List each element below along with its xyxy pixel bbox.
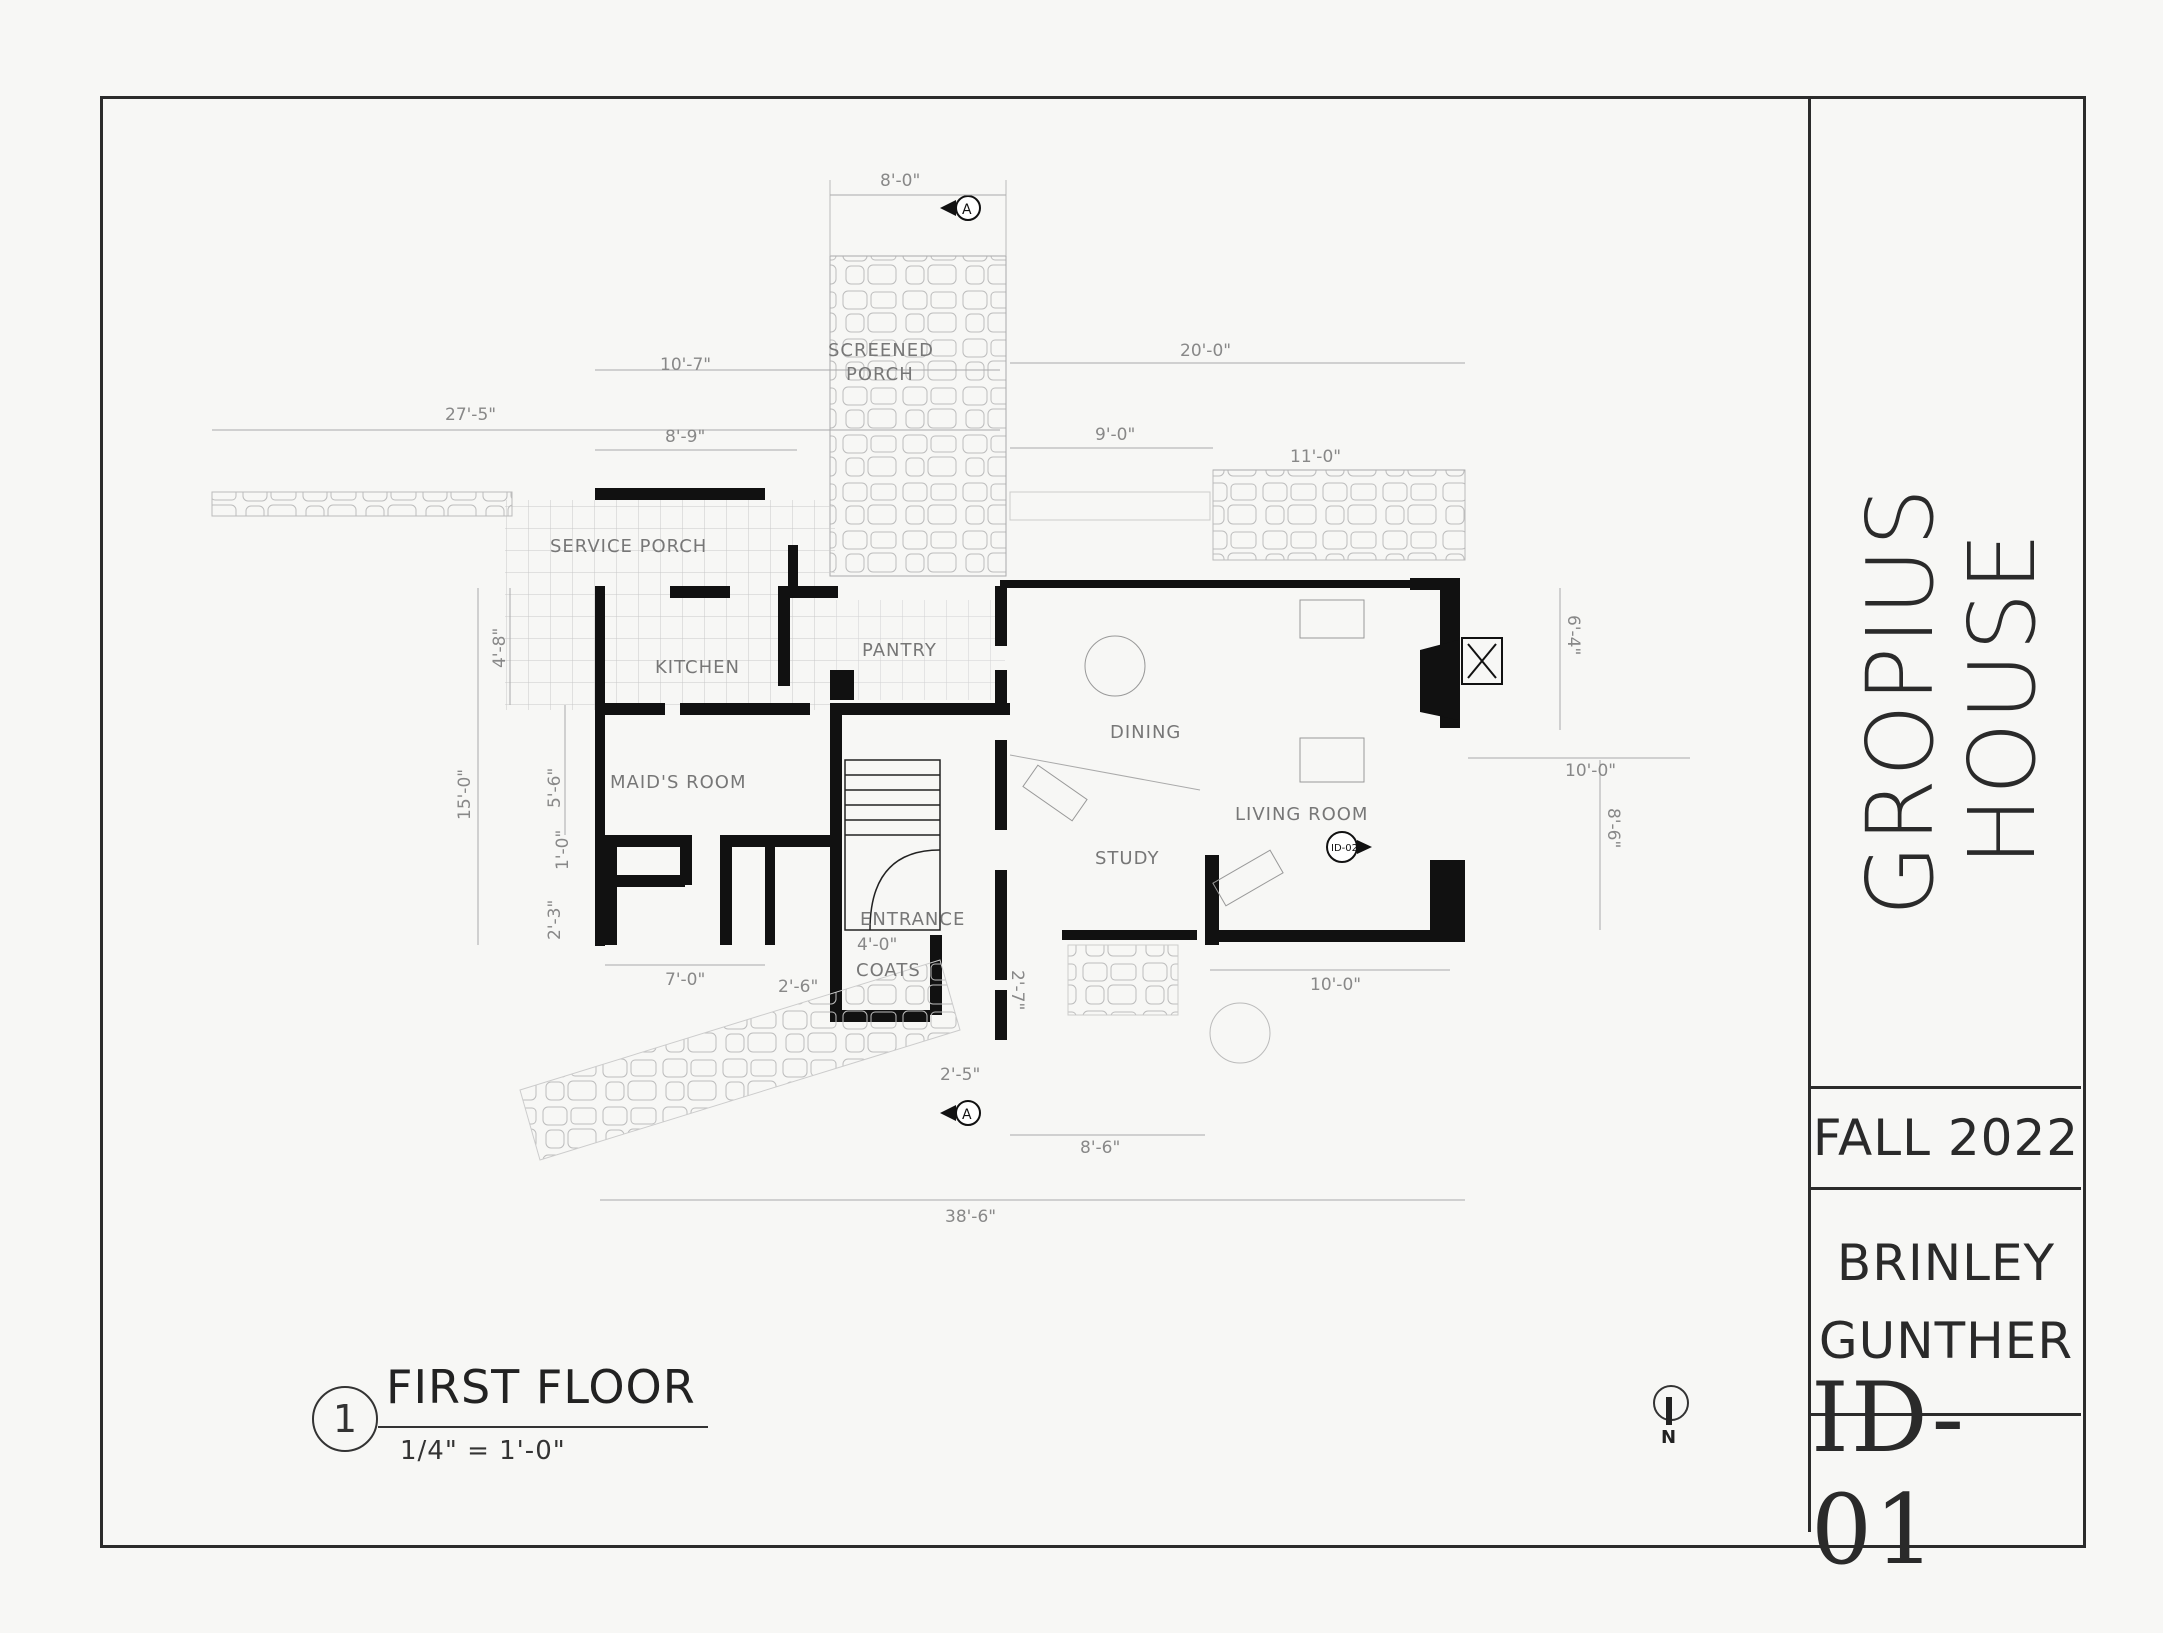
label-maids-room: MAID'S ROOM <box>610 772 746 793</box>
dim-small-1: 1'-0" <box>553 830 573 870</box>
label-porch: PORCH <box>846 364 914 385</box>
dim-service-lower: 8'-9" <box>665 427 705 447</box>
title-cell: GROPIUS HOUSE <box>1811 96 2081 1086</box>
label-coats: COATS <box>856 960 921 981</box>
walls <box>595 488 1465 1040</box>
dim-overall-bottom: 38'-6" <box>945 1207 996 1227</box>
dim-kitchen-depth: 4'-8" <box>490 628 510 668</box>
dim-right-horiz: 10'-0" <box>1565 761 1616 781</box>
sheet-number: ID-01 <box>1811 1362 1967 1586</box>
date-cell: FALL 2022 <box>1811 1086 2081 1190</box>
north-label: N <box>1661 1427 1677 1448</box>
path-stones-left <box>211 491 513 517</box>
dim-overall-left: 27'-5" <box>445 405 496 425</box>
dim-entry-small: 2'-5" <box>940 1065 980 1085</box>
drawing-caption: 1 FIRST FLOOR 1/4" = 1'-0" <box>300 1350 720 1470</box>
dim-terrace-left: 9'-0" <box>1095 425 1135 445</box>
north-needle <box>1666 1397 1672 1425</box>
dim-service-upper: 10'-7" <box>660 355 711 375</box>
title-block: GROPIUS HOUSE FALL 2022 BRINLEY GUNTHER … <box>1808 96 2081 1586</box>
date-text: FALL 2022 <box>1812 1109 2080 1167</box>
dim-left-total: 15'-0" <box>455 769 475 820</box>
label-kitchen: KITCHEN <box>655 657 740 678</box>
drawing-number: 1 <box>332 1397 358 1441</box>
author-first: BRINLEY <box>1836 1233 2056 1292</box>
drawing-title: FIRST FLOOR <box>386 1360 696 1414</box>
project-title-line1: GROPIUS <box>1847 486 1954 916</box>
sheet-border <box>100 96 2086 1548</box>
dim-right-lower: 8'-6" <box>1603 808 1623 848</box>
dim-coats-width: 4'-0" <box>857 935 897 955</box>
screened-porch <box>829 180 1007 577</box>
label-screened: SCREENED <box>828 340 934 361</box>
dim-maid-depth: 5'-6" <box>545 768 565 808</box>
dim-entry-depth: 2'-7" <box>1007 970 1027 1010</box>
section-marker-top: A <box>940 195 981 221</box>
label-dining: DINING <box>1110 722 1181 743</box>
dim-top-right: 20'-0" <box>1180 341 1231 361</box>
entry-path <box>519 944 1271 1161</box>
drawing-scale: 1/4" = 1'-0" <box>400 1436 566 1466</box>
label-service-porch: SERVICE PORCH <box>550 536 707 557</box>
svg-text:ID-02: ID-02 <box>1331 843 1358 854</box>
fireplace <box>1420 637 1503 720</box>
label-study: STUDY <box>1095 848 1159 869</box>
dim-lower-10-0: 10'-0" <box>1310 975 1361 995</box>
dim-terrace-right: 11'-0" <box>1290 447 1341 467</box>
label-living-room: LIVING ROOM <box>1235 804 1368 825</box>
drawing-number-bubble: 1 <box>312 1386 378 1452</box>
dim-porch-width: 8'-0" <box>880 171 920 191</box>
dim-bottom-left: 7'-0" <box>665 970 705 990</box>
label-entrance: ENTRANCE <box>860 909 965 930</box>
author-cell: BRINLEY GUNTHER <box>1811 1190 2081 1416</box>
dim-bottom-mid: 2'-6" <box>778 977 818 997</box>
elevation-marker: ID-02 <box>1326 831 1372 863</box>
terrace <box>1009 469 1466 561</box>
section-marker-bottom: A <box>940 1100 981 1126</box>
kitchen-floor <box>615 600 1005 700</box>
author-last: GUNTHER <box>1818 1311 2074 1370</box>
north-arrow-icon: N <box>1650 1385 1690 1455</box>
svg-text:A: A <box>962 202 972 218</box>
sheet-number-cell: ID-01 <box>1811 1362 2081 1586</box>
svg-text:A: A <box>962 1107 972 1123</box>
dimension-lines <box>212 194 1690 1201</box>
dim-right-upper: 6'-4" <box>1563 615 1583 655</box>
furniture <box>1009 599 1365 907</box>
dim-small-2: 2'-3" <box>545 900 565 940</box>
label-pantry: PANTRY <box>862 640 937 661</box>
project-title-line2: HOUSE <box>1949 530 2056 866</box>
dim-lower-8-6: 8'-6" <box>1080 1138 1120 1158</box>
stair <box>844 759 941 931</box>
caption-underline <box>378 1426 708 1428</box>
